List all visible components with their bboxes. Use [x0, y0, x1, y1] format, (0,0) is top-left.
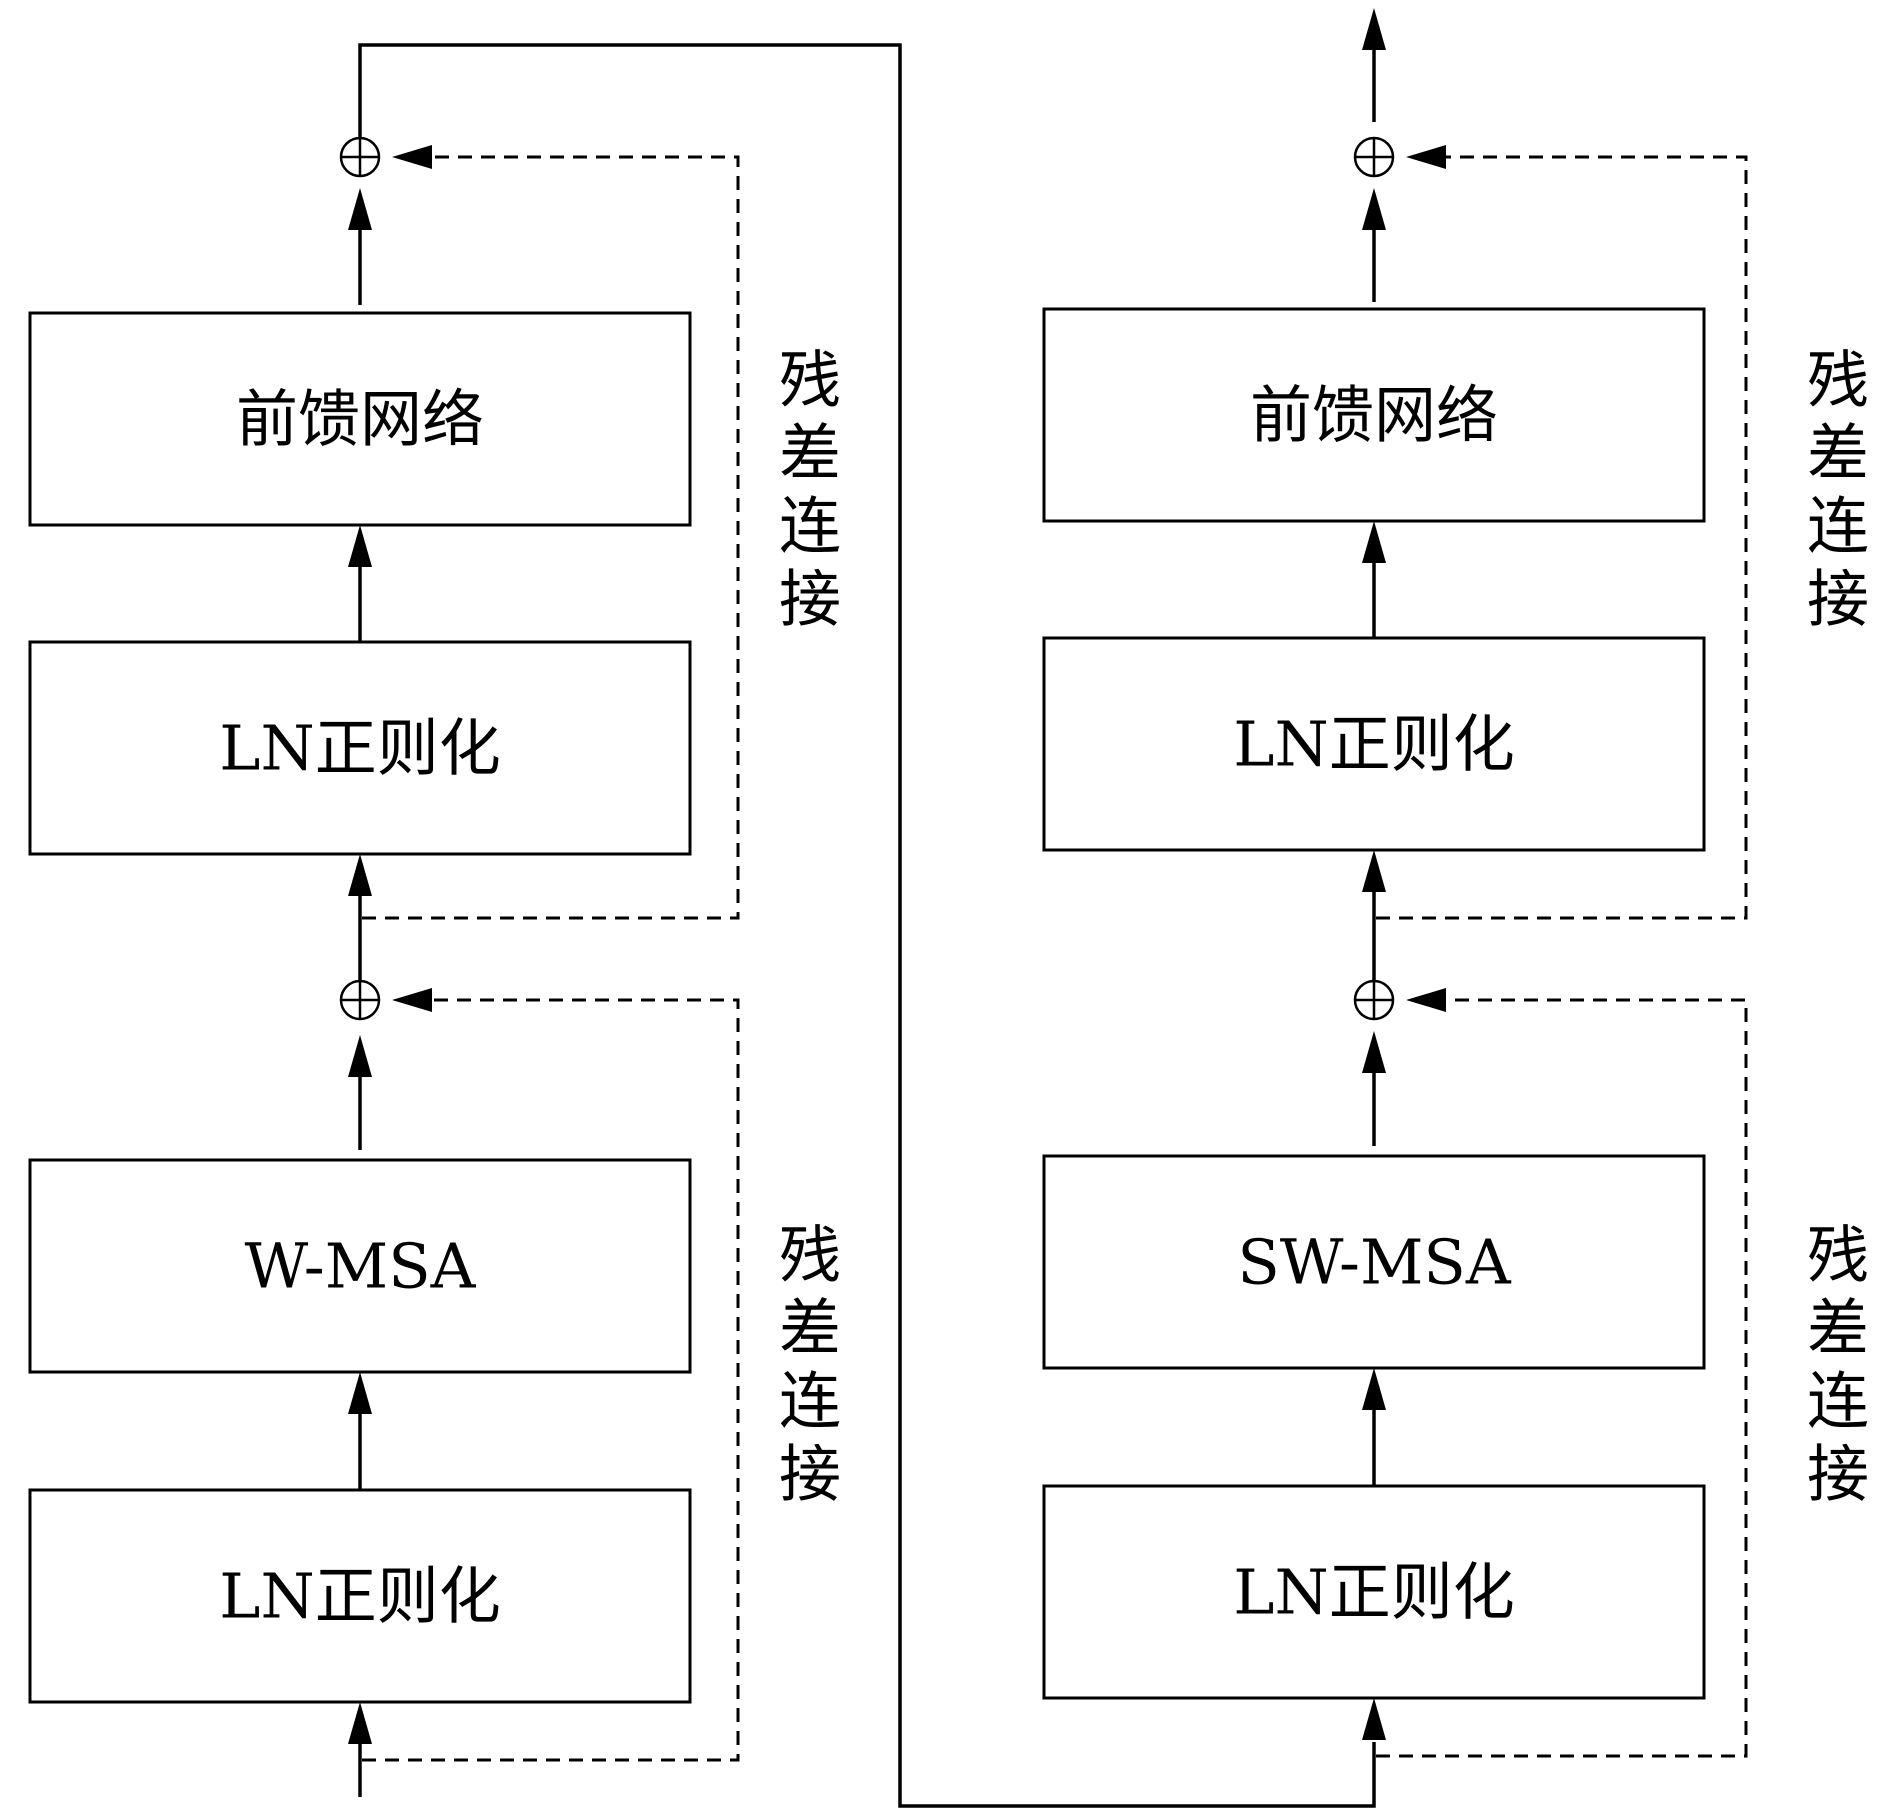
- svg-text:残: 残: [1807, 1219, 1869, 1292]
- right-block: LN正则化 SW-MSA LN正则化 前馈网络: [1042, 8, 1869, 1758]
- svg-text:LN正则化: LN正则化: [219, 712, 500, 785]
- left-residual-label-2: 残 差 连 接: [779, 344, 841, 636]
- left-residual-label-1: 残 差 连 接: [779, 1219, 841, 1511]
- svg-text:连: 连: [1807, 1365, 1869, 1438]
- right-attention-box: SW-MSA: [1042, 1154, 1706, 1370]
- inter-block-connector: [358, 43, 1376, 1808]
- svg-text:LN正则化: LN正则化: [1233, 708, 1514, 781]
- svg-text:LN正则化: LN正则化: [1233, 1556, 1514, 1629]
- svg-text:接: 接: [779, 1438, 841, 1511]
- svg-text:差: 差: [1807, 417, 1869, 490]
- svg-text:连: 连: [779, 490, 841, 563]
- right-adder-2: [1353, 136, 1395, 178]
- svg-text:残: 残: [779, 344, 841, 417]
- right-residual-paths: [1376, 145, 1748, 1758]
- left-main-arrows: [348, 188, 372, 1797]
- right-ln-1-box: LN正则化: [1042, 1484, 1706, 1700]
- svg-text:接: 接: [779, 563, 841, 636]
- svg-text:差: 差: [779, 417, 841, 490]
- svg-text:前馈网络: 前馈网络: [236, 383, 484, 456]
- left-attention-box: W-MSA: [28, 1158, 692, 1374]
- left-ln-1-box: LN正则化: [28, 1488, 692, 1704]
- svg-text:残: 残: [779, 1219, 841, 1292]
- svg-text:W-MSA: W-MSA: [245, 1230, 477, 1303]
- left-ln-2-box: LN正则化: [28, 640, 692, 856]
- svg-text:接: 接: [1807, 1438, 1869, 1511]
- svg-text:LN正则化: LN正则化: [219, 1560, 500, 1633]
- svg-text:SW-MSA: SW-MSA: [1237, 1226, 1512, 1299]
- right-residual-label-1: 残 差 连 接: [1807, 1219, 1869, 1511]
- left-ffn-box: 前馈网络: [28, 311, 692, 527]
- left-block: LN正则化 W-MSA LN正则化 前馈网络: [28, 136, 841, 1797]
- svg-text:接: 接: [1807, 563, 1869, 636]
- right-main-arrows: [1362, 8, 1386, 1740]
- left-adder-2: [339, 136, 381, 178]
- right-residual-label-2: 残 差 连 接: [1807, 344, 1869, 636]
- right-adder-1: [1353, 979, 1395, 1021]
- right-ln-2-box: LN正则化: [1042, 636, 1706, 852]
- right-ffn-box: 前馈网络: [1042, 307, 1706, 523]
- svg-text:前馈网络: 前馈网络: [1250, 379, 1498, 452]
- left-residual-paths: [362, 145, 740, 1762]
- svg-text:差: 差: [1807, 1292, 1869, 1365]
- svg-text:差: 差: [779, 1292, 841, 1365]
- svg-text:连: 连: [1807, 490, 1869, 563]
- svg-text:残: 残: [1807, 344, 1869, 417]
- left-adder-1: [339, 979, 381, 1021]
- svg-text:连: 连: [779, 1365, 841, 1438]
